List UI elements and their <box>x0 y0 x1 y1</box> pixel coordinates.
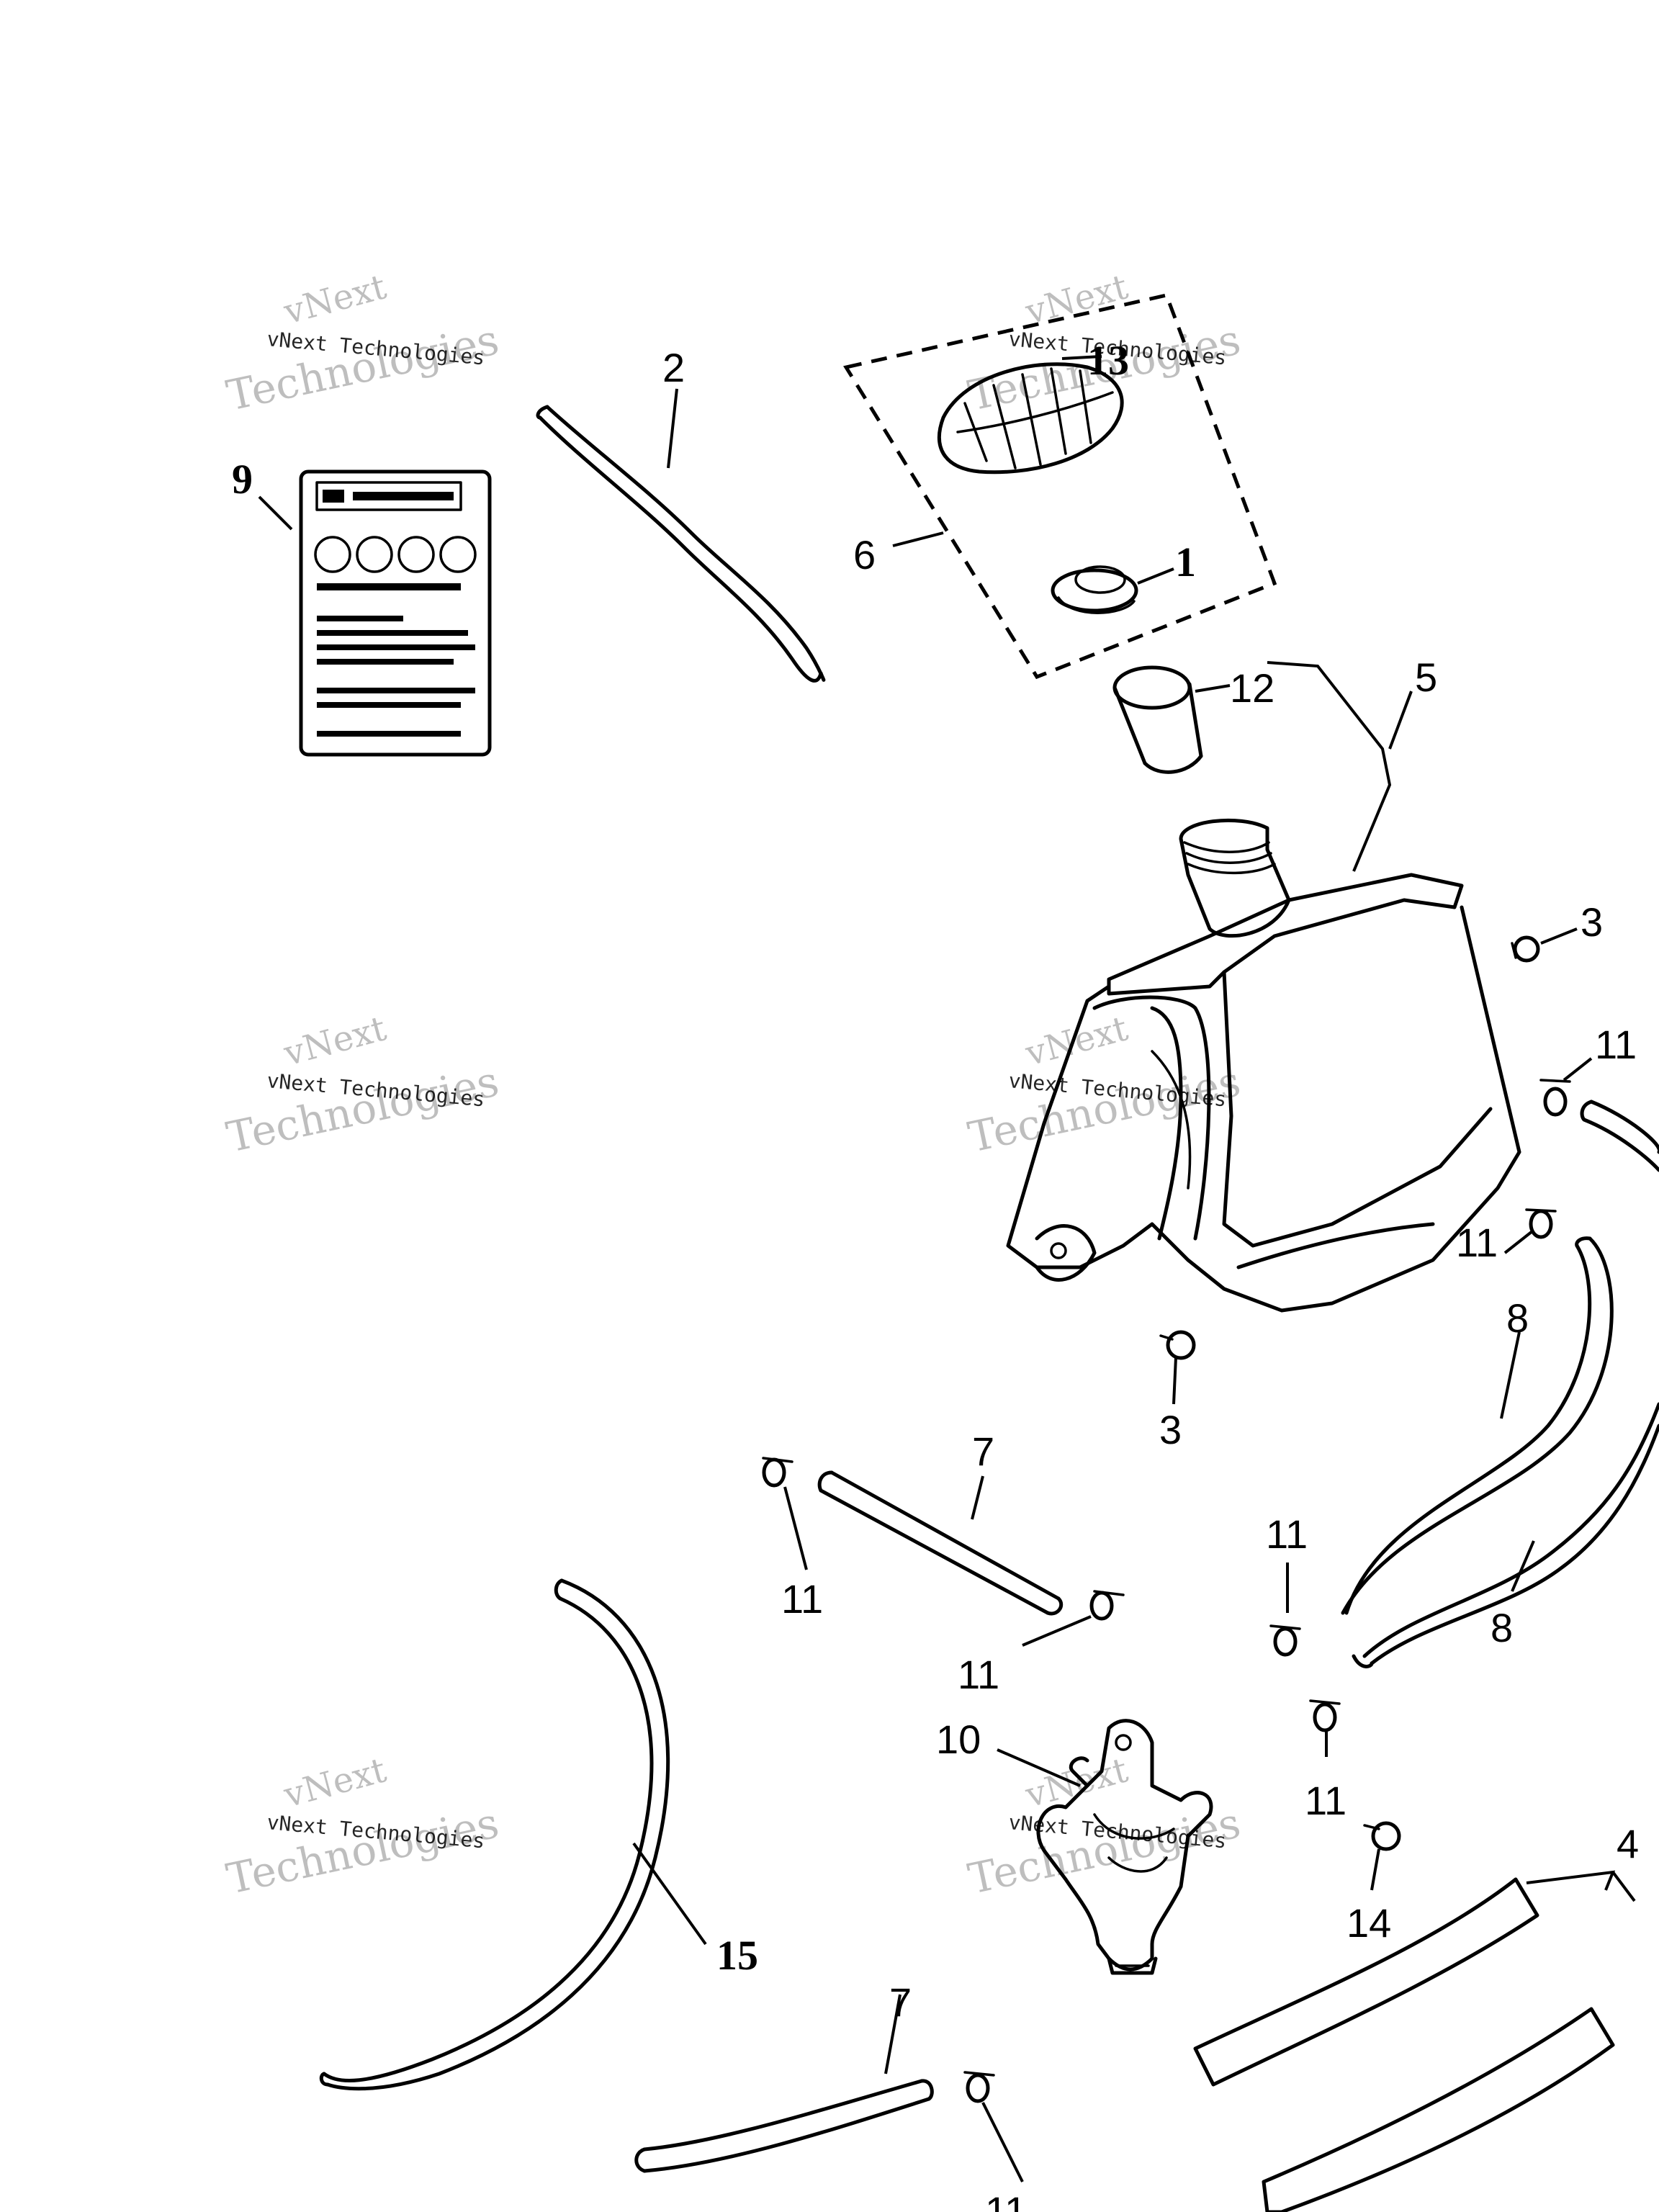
callout-1: 1 <box>1175 539 1196 585</box>
svg-text:Technologies: Technologies <box>222 1056 503 1161</box>
part-11-clamp-7 <box>963 2071 995 2103</box>
callout-11-e: 11 <box>1266 1511 1308 1557</box>
svg-text:vNext: vNext <box>279 1750 390 1816</box>
part-7-short-hose-lower <box>634 2079 934 2173</box>
svg-text:Technologies: Technologies <box>222 1798 503 1903</box>
svg-text:vNext: vNext <box>279 1008 390 1074</box>
part-11-clamp-3 <box>762 1457 793 1488</box>
svg-text:Technologies: Technologies <box>964 1056 1245 1161</box>
part-10-fuel-petcock <box>1036 1719 1213 1975</box>
callout-10: 10 <box>936 1717 981 1762</box>
callout-4: 4 <box>1617 1821 1639 1866</box>
callout-11-f: 11 <box>1305 1778 1346 1823</box>
svg-text:vNext: vNext <box>279 266 390 333</box>
callout-8-upper: 8 <box>1506 1295 1529 1341</box>
callout-11-b: 11 <box>1456 1220 1498 1265</box>
part-1-gasket <box>1051 565 1138 614</box>
part-12-filler-sleeve <box>1112 665 1203 774</box>
callout-7-upper: 7 <box>972 1429 994 1474</box>
watermark-bottom-right: vNext vNext Technologies Technologies <box>964 1750 1245 1903</box>
part-3-grommet-lower <box>1159 1330 1196 1360</box>
callout-5: 5 <box>1415 655 1437 700</box>
callout-9: 9 <box>232 456 253 503</box>
part-11-clamp-2 <box>1525 1208 1557 1239</box>
part-14-screw <box>1363 1821 1401 1851</box>
watermark-top-right: vNext vNext Technologies Technologies <box>964 266 1245 420</box>
part-6-cap-assembly <box>843 293 1277 680</box>
part-2-vent-hose <box>536 405 826 683</box>
watermark-bottom-left: vNext vNext Technologies Technologies <box>222 1750 503 1903</box>
callout-3-lower: 3 <box>1159 1407 1182 1452</box>
callout-11-c: 11 <box>781 1576 823 1622</box>
svg-text:vNext: vNext <box>1021 1008 1132 1074</box>
callout-11-g: 11 <box>985 2188 1027 2212</box>
part-7-short-hose-upper <box>817 1470 1064 1616</box>
callout-11-a: 11 <box>1595 1022 1637 1067</box>
callout-3-upper: 3 <box>1581 899 1603 945</box>
part-5-fuel-tank <box>1006 818 1521 1313</box>
callout-14: 14 <box>1346 1900 1391 1946</box>
watermark-top-left: vNext vNext Technologies Technologies <box>222 266 503 420</box>
callout-8-lower: 8 <box>1491 1605 1513 1650</box>
callout-13: 13 <box>1087 337 1129 384</box>
part-9-warning-label <box>299 469 492 757</box>
svg-text:Technologies: Technologies <box>964 1798 1245 1903</box>
svg-text:vNext: vNext <box>1021 266 1132 333</box>
callout-7-lower: 7 <box>889 1979 912 2025</box>
part-11-clamp-6 <box>1309 1699 1341 1732</box>
callout-11-d: 11 <box>958 1652 999 1697</box>
part-4-rubber-strip-lower <box>1262 2007 1615 2212</box>
callout-2: 2 <box>662 345 685 390</box>
part-8-fuel-line-upper <box>1341 1100 1659 1615</box>
svg-text:Technologies: Technologies <box>222 315 503 420</box>
part-4-rubber-strip-upper <box>1193 1877 1539 2087</box>
part-13-fuel-cap <box>937 362 1124 475</box>
callout-15: 15 <box>716 1932 758 1979</box>
part-8-fuel-line-lower <box>1352 1402 1659 1668</box>
callout-12: 12 <box>1230 665 1274 711</box>
callout-6: 6 <box>853 532 876 577</box>
part-11-clamp-4 <box>1089 1590 1125 1621</box>
part-11-clamp-5 <box>1269 1624 1301 1657</box>
part-15-long-hose <box>319 1578 670 2091</box>
part-3-grommet-upper <box>1511 935 1540 963</box>
part-11-clamp-1 <box>1539 1079 1571 1117</box>
watermark-mid-left: vNext vNext Technologies Technologies <box>222 1008 503 1161</box>
